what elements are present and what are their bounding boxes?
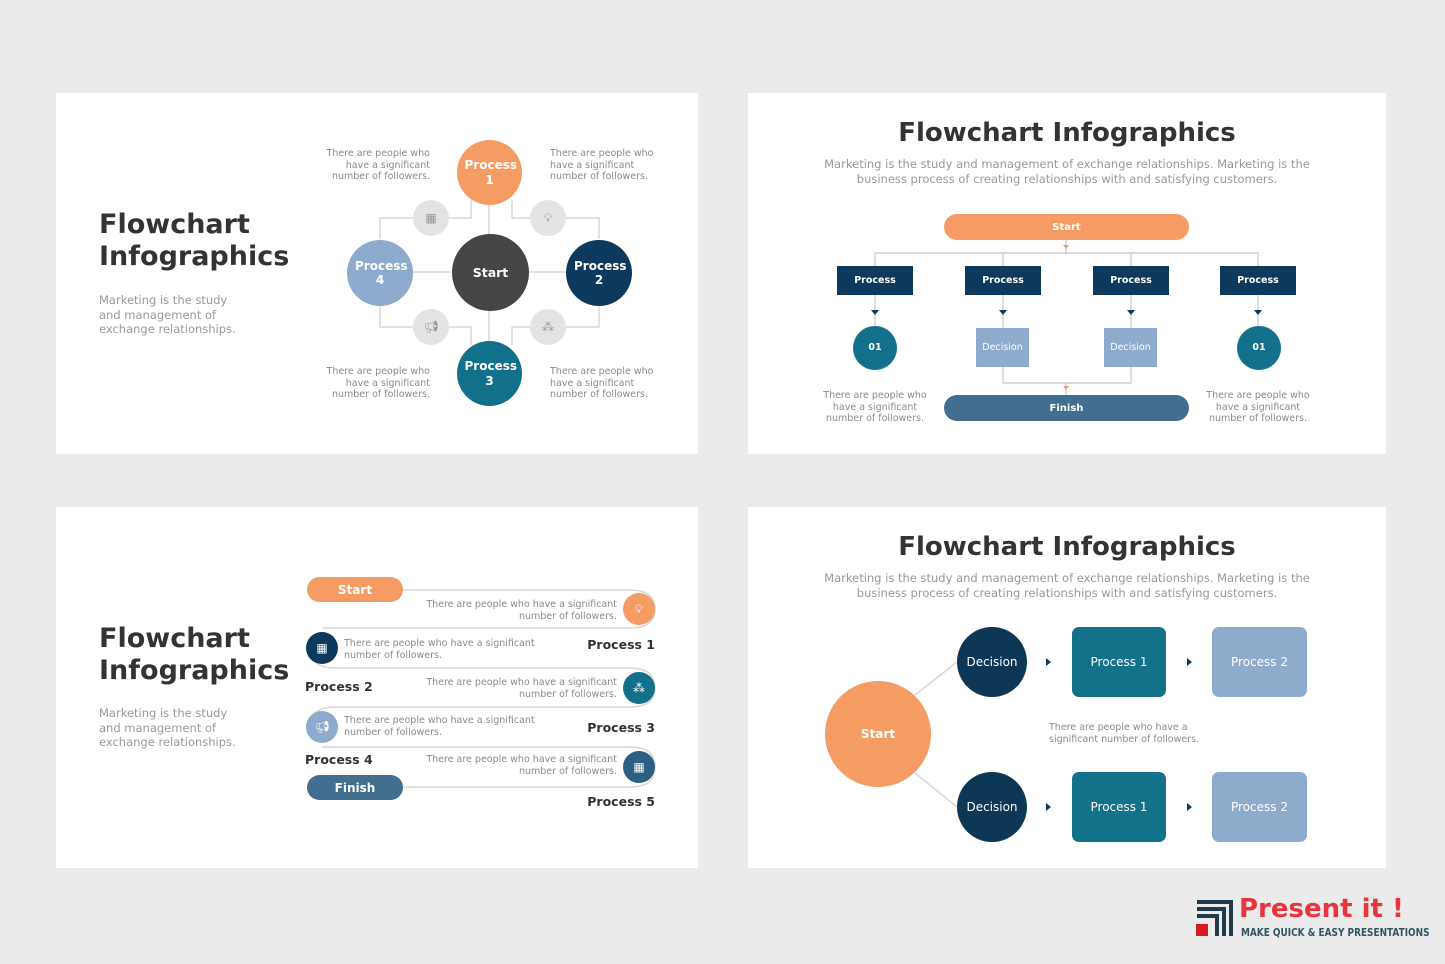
step-1-label: Process 1	[587, 637, 655, 652]
process-box-4[interactable]: Process	[1220, 266, 1296, 295]
presentation-icon[interactable]: ▦	[306, 632, 338, 664]
step-4-text: There are people who have a significant …	[344, 715, 535, 738]
note-left: There are people who have a significant …	[823, 390, 927, 424]
process-box-2[interactable]: Process	[965, 266, 1041, 295]
node-process-3[interactable]: Process 3	[457, 341, 522, 406]
process-2-top[interactable]: Process 2	[1212, 627, 1307, 697]
logo-tagline: MAKE QUICK & EASY PRESENTATIONS	[1241, 927, 1430, 939]
decision-top[interactable]: Decision	[957, 627, 1027, 697]
process-2-label: Process 2	[574, 258, 627, 287]
process-3-label: Process 3	[464, 359, 518, 388]
logo: Present it ! MAKE QUICK & EASY PRESENTAT…	[1195, 894, 1435, 944]
lightbulb-icon[interactable]: 💡︎	[623, 593, 655, 625]
step-circle-right[interactable]: 01	[1237, 326, 1281, 370]
slide3-title: Flowchart Infographics	[99, 623, 290, 686]
note-bottom-left: There are people who have a significant …	[326, 366, 430, 400]
megaphone-icon: 📢︎	[413, 309, 449, 345]
step-1-text: There are people who have a significant …	[426, 599, 617, 622]
note-top-right: There are people who have a significant …	[550, 148, 654, 182]
slide2-title: Flowchart Infographics	[898, 118, 1236, 148]
start-pill[interactable]: Start	[307, 577, 403, 602]
logo-name: Present it !	[1239, 894, 1404, 924]
lightbulb-icon: 💡︎	[530, 200, 566, 236]
step-5-label: Process 5	[587, 794, 655, 809]
slide1-description: Marketing is the study and management of…	[99, 293, 236, 336]
step-2-text: There are people who have a significant …	[344, 638, 535, 661]
process-box-3[interactable]: Process	[1093, 266, 1169, 295]
step-circle-left[interactable]: 01	[853, 326, 897, 370]
slide3-description: Marketing is the study and management of…	[99, 706, 236, 749]
finish-pill[interactable]: Finish	[944, 395, 1189, 421]
slide4-note: There are people who have a significant …	[1049, 722, 1200, 745]
slide4-subtitle: Marketing is the study and management of…	[824, 571, 1310, 600]
node-start[interactable]: Start	[825, 681, 931, 787]
step-4-label: Process 4	[305, 752, 373, 767]
node-start[interactable]: Start	[452, 234, 529, 311]
start-label: Start	[472, 265, 509, 280]
step-2-label: Process 2	[305, 679, 373, 694]
process-1-bottom[interactable]: Process 1	[1072, 772, 1166, 842]
process-box-1[interactable]: Process	[837, 266, 913, 295]
presentation-icon[interactable]: ▦	[623, 751, 655, 783]
process-1-top[interactable]: Process 1	[1072, 627, 1166, 697]
process-2-bottom[interactable]: Process 2	[1212, 772, 1307, 842]
node-process-4[interactable]: Process 4	[347, 240, 413, 306]
process-1-label: Process 1	[464, 158, 518, 187]
team-icon[interactable]: ⁂	[623, 672, 655, 704]
decision-bottom[interactable]: Decision	[957, 772, 1027, 842]
presentation-icon: ▦	[413, 200, 449, 236]
note-bottom-right: There are people who have a significant …	[550, 366, 654, 400]
slide2-subtitle: Marketing is the study and management of…	[824, 157, 1310, 186]
note-right: There are people who have a significant …	[1206, 390, 1310, 424]
finish-pill[interactable]: Finish	[307, 775, 403, 800]
start-pill[interactable]: Start	[944, 214, 1189, 240]
process-4-label: Process 4	[355, 258, 408, 287]
megaphone-icon[interactable]: 📢︎	[306, 711, 338, 743]
decision-box-2[interactable]: Decision	[1104, 328, 1157, 367]
step-5-text: There are people who have a significant …	[426, 754, 617, 777]
logo-mark-icon	[1196, 900, 1233, 936]
node-process-1[interactable]: Process 1	[457, 140, 522, 205]
step-3-text: There are people who have a significant …	[426, 677, 617, 700]
team-icon: ⁂	[530, 309, 566, 345]
node-process-2[interactable]: Process 2	[566, 240, 632, 306]
slide1-title: Flowchart Infographics	[99, 209, 290, 272]
note-top-left: There are people who have a significant …	[326, 148, 430, 182]
decision-box-1[interactable]: Decision	[976, 328, 1029, 367]
slide4-title: Flowchart Infographics	[898, 532, 1236, 562]
step-3-label: Process 3	[587, 720, 655, 735]
